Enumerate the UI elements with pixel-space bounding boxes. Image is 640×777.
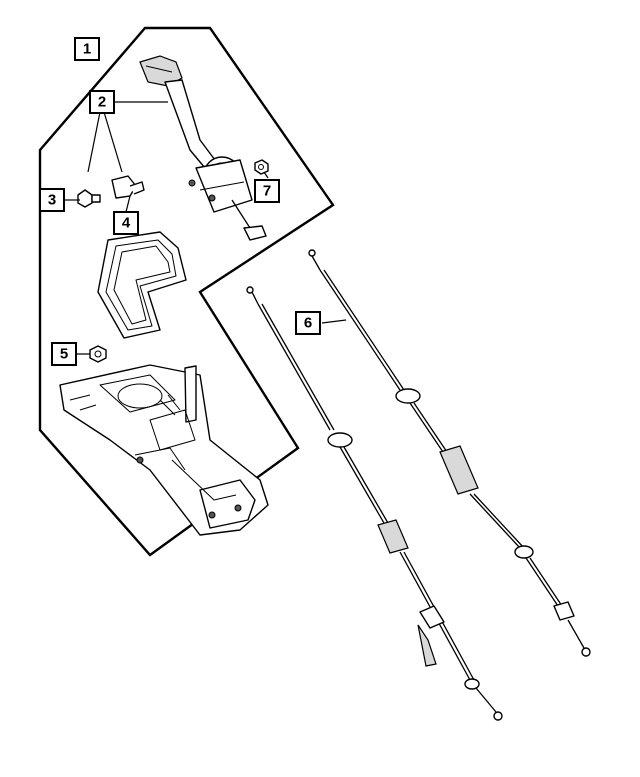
callout-6: 6 (295, 311, 321, 335)
cable-left (246, 286, 503, 721)
bolt-3 (77, 189, 101, 208)
switch-2 (111, 175, 145, 199)
callout-1: 1 (74, 37, 100, 61)
leader-2-right (103, 111, 123, 173)
callout-4: 4 (113, 211, 139, 235)
mounting-bracket (59, 364, 269, 536)
boot-seal-4 (97, 231, 187, 339)
leader-6 (321, 319, 347, 324)
nut-5 (89, 345, 107, 363)
callout-5-label: 5 (60, 346, 68, 363)
callout-3-label: 3 (48, 192, 56, 209)
brake-pedal-assembly (139, 55, 267, 241)
leader-7 (263, 171, 269, 179)
callout-7: 7 (254, 179, 280, 203)
callout-3: 3 (39, 188, 65, 212)
assembly-outline (38, 26, 335, 557)
callout-5: 5 (51, 342, 77, 366)
nut-7 (254, 159, 269, 175)
callout-4-label: 4 (122, 215, 131, 232)
callout-1-label: 1 (83, 41, 91, 58)
cable-right (308, 249, 591, 657)
leader-4 (125, 195, 131, 213)
callout-7-label: 7 (263, 183, 271, 200)
callout-6-label: 6 (304, 315, 312, 332)
callout-2-label: 2 (98, 94, 106, 111)
callout-2: 2 (89, 90, 115, 114)
leader-2-left (87, 111, 101, 173)
